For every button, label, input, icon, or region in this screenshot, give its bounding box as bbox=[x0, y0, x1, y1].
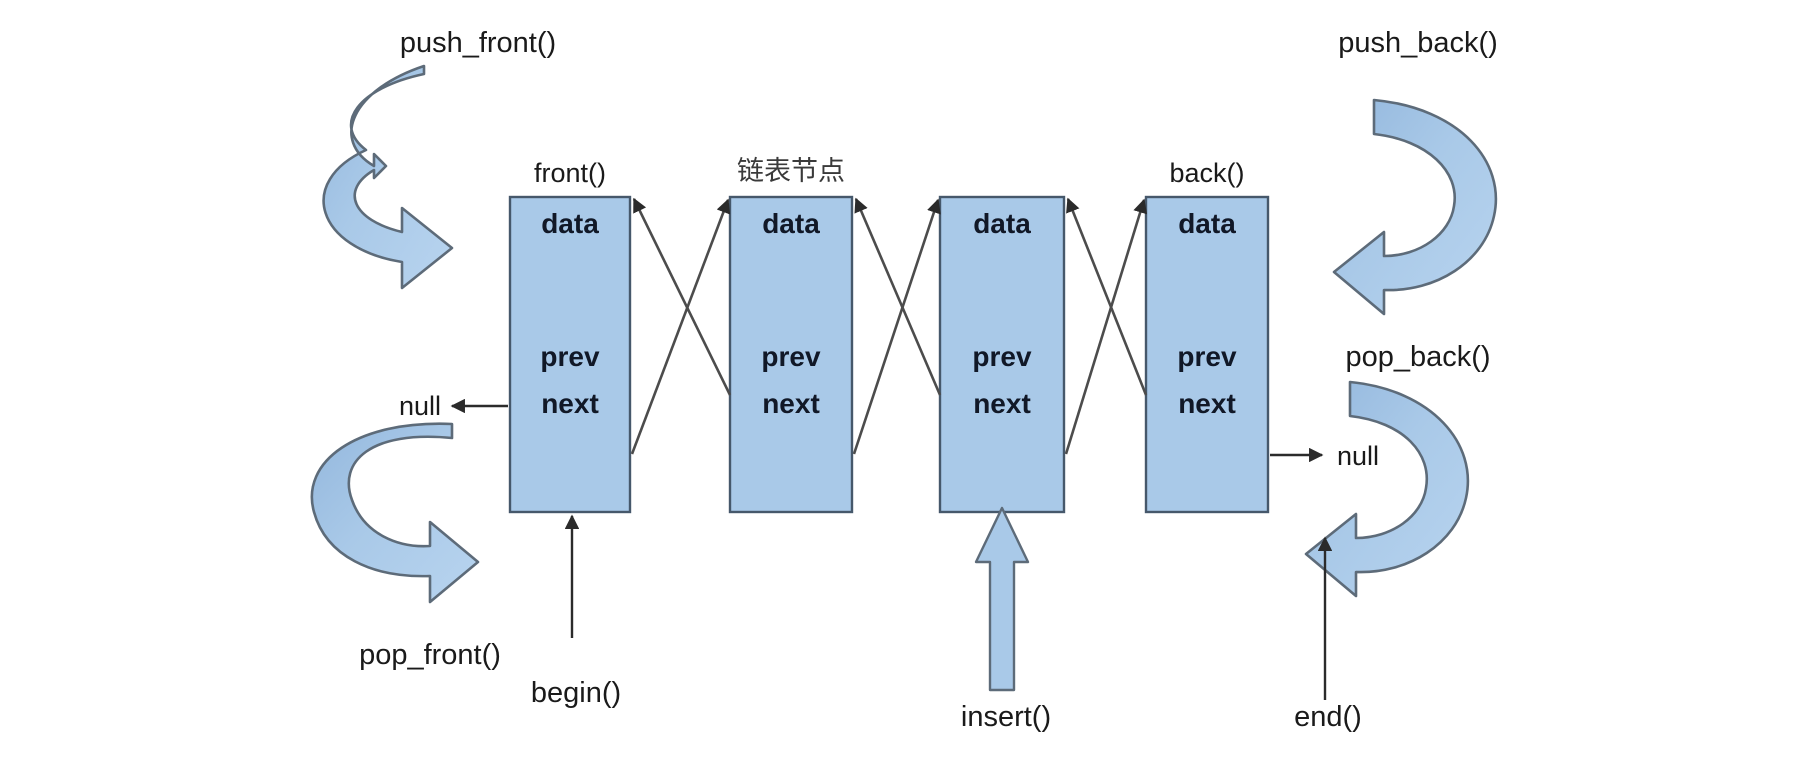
node-4-caption: back() bbox=[1169, 158, 1244, 188]
node-3[interactable]: data prev next bbox=[938, 195, 1066, 514]
push-front-arrow-group[interactable]: push_front() bbox=[322, 27, 557, 290]
node-2-box[interactable] bbox=[728, 195, 854, 514]
pop-front-arrow-group[interactable]: pop_front() bbox=[310, 422, 501, 671]
begin-pointer-group: begin() bbox=[531, 514, 621, 709]
link-node3-node4 bbox=[1064, 197, 1148, 455]
node-3-prev-label: prev bbox=[972, 341, 1032, 372]
null-left-group: null bbox=[399, 391, 508, 421]
link-node1-node2 bbox=[630, 197, 732, 455]
node-3-box[interactable] bbox=[938, 195, 1066, 514]
insert-arrow-group[interactable]: insert() bbox=[961, 506, 1051, 733]
end-label: end() bbox=[1294, 701, 1362, 733]
node-4-box[interactable] bbox=[1144, 195, 1270, 514]
pop-front-icon[interactable] bbox=[310, 422, 480, 604]
push-back-arrow-group[interactable]: push_back() bbox=[1332, 27, 1498, 316]
insert-icon[interactable] bbox=[974, 506, 1030, 692]
node-2-data-label: data bbox=[762, 208, 820, 239]
node-1-caption: front() bbox=[534, 158, 606, 188]
node-2-prev-label: prev bbox=[761, 341, 821, 372]
node-3-next-label: next bbox=[973, 388, 1031, 419]
node-4-next-label: next bbox=[1178, 388, 1236, 419]
push-back-icon[interactable] bbox=[1332, 98, 1498, 316]
pop-back-arrow-group[interactable]: pop_back() bbox=[1304, 341, 1491, 598]
prev-link-3-2 bbox=[854, 197, 942, 396]
node-2-next-label: next bbox=[762, 388, 820, 419]
link-node2-node3 bbox=[852, 197, 942, 455]
push-front-label: push_front() bbox=[400, 27, 556, 59]
null-right-group: null bbox=[1270, 441, 1379, 471]
push-front-icon[interactable] bbox=[322, 64, 454, 290]
node-1-box[interactable] bbox=[508, 195, 632, 514]
next-link-3-4 bbox=[1064, 198, 1148, 455]
node-2-caption: 链表节点 bbox=[737, 156, 845, 187]
end-pointer-group: end() bbox=[1294, 536, 1362, 733]
pop-front-label: pop_front() bbox=[359, 639, 501, 671]
next-link-1-2 bbox=[630, 198, 731, 455]
prev-link-4-3 bbox=[1066, 197, 1148, 396]
node-4-data-label: data bbox=[1178, 208, 1236, 239]
node-3-data-label: data bbox=[973, 208, 1031, 239]
next-link-2-3 bbox=[852, 198, 941, 455]
begin-label: begin() bbox=[531, 677, 621, 709]
null-right-label: null bbox=[1337, 441, 1379, 471]
node-1-data-label: data bbox=[541, 208, 599, 239]
node-1-next-label: next bbox=[541, 388, 599, 419]
null-left-label: null bbox=[399, 391, 441, 421]
node-4[interactable]: data prev next back() bbox=[1144, 158, 1270, 514]
node-4-prev-label: prev bbox=[1177, 341, 1237, 372]
insert-label: insert() bbox=[961, 701, 1051, 733]
push-back-label: push_back() bbox=[1338, 27, 1498, 59]
node-1-prev-label: prev bbox=[540, 341, 600, 372]
pop-back-icon[interactable] bbox=[1304, 380, 1470, 598]
node-2[interactable]: data prev next 链表节点 bbox=[728, 156, 854, 514]
prev-link-2-1 bbox=[632, 197, 732, 396]
node-1[interactable]: data prev next front() bbox=[508, 158, 632, 514]
pop-back-label: pop_back() bbox=[1345, 341, 1490, 373]
